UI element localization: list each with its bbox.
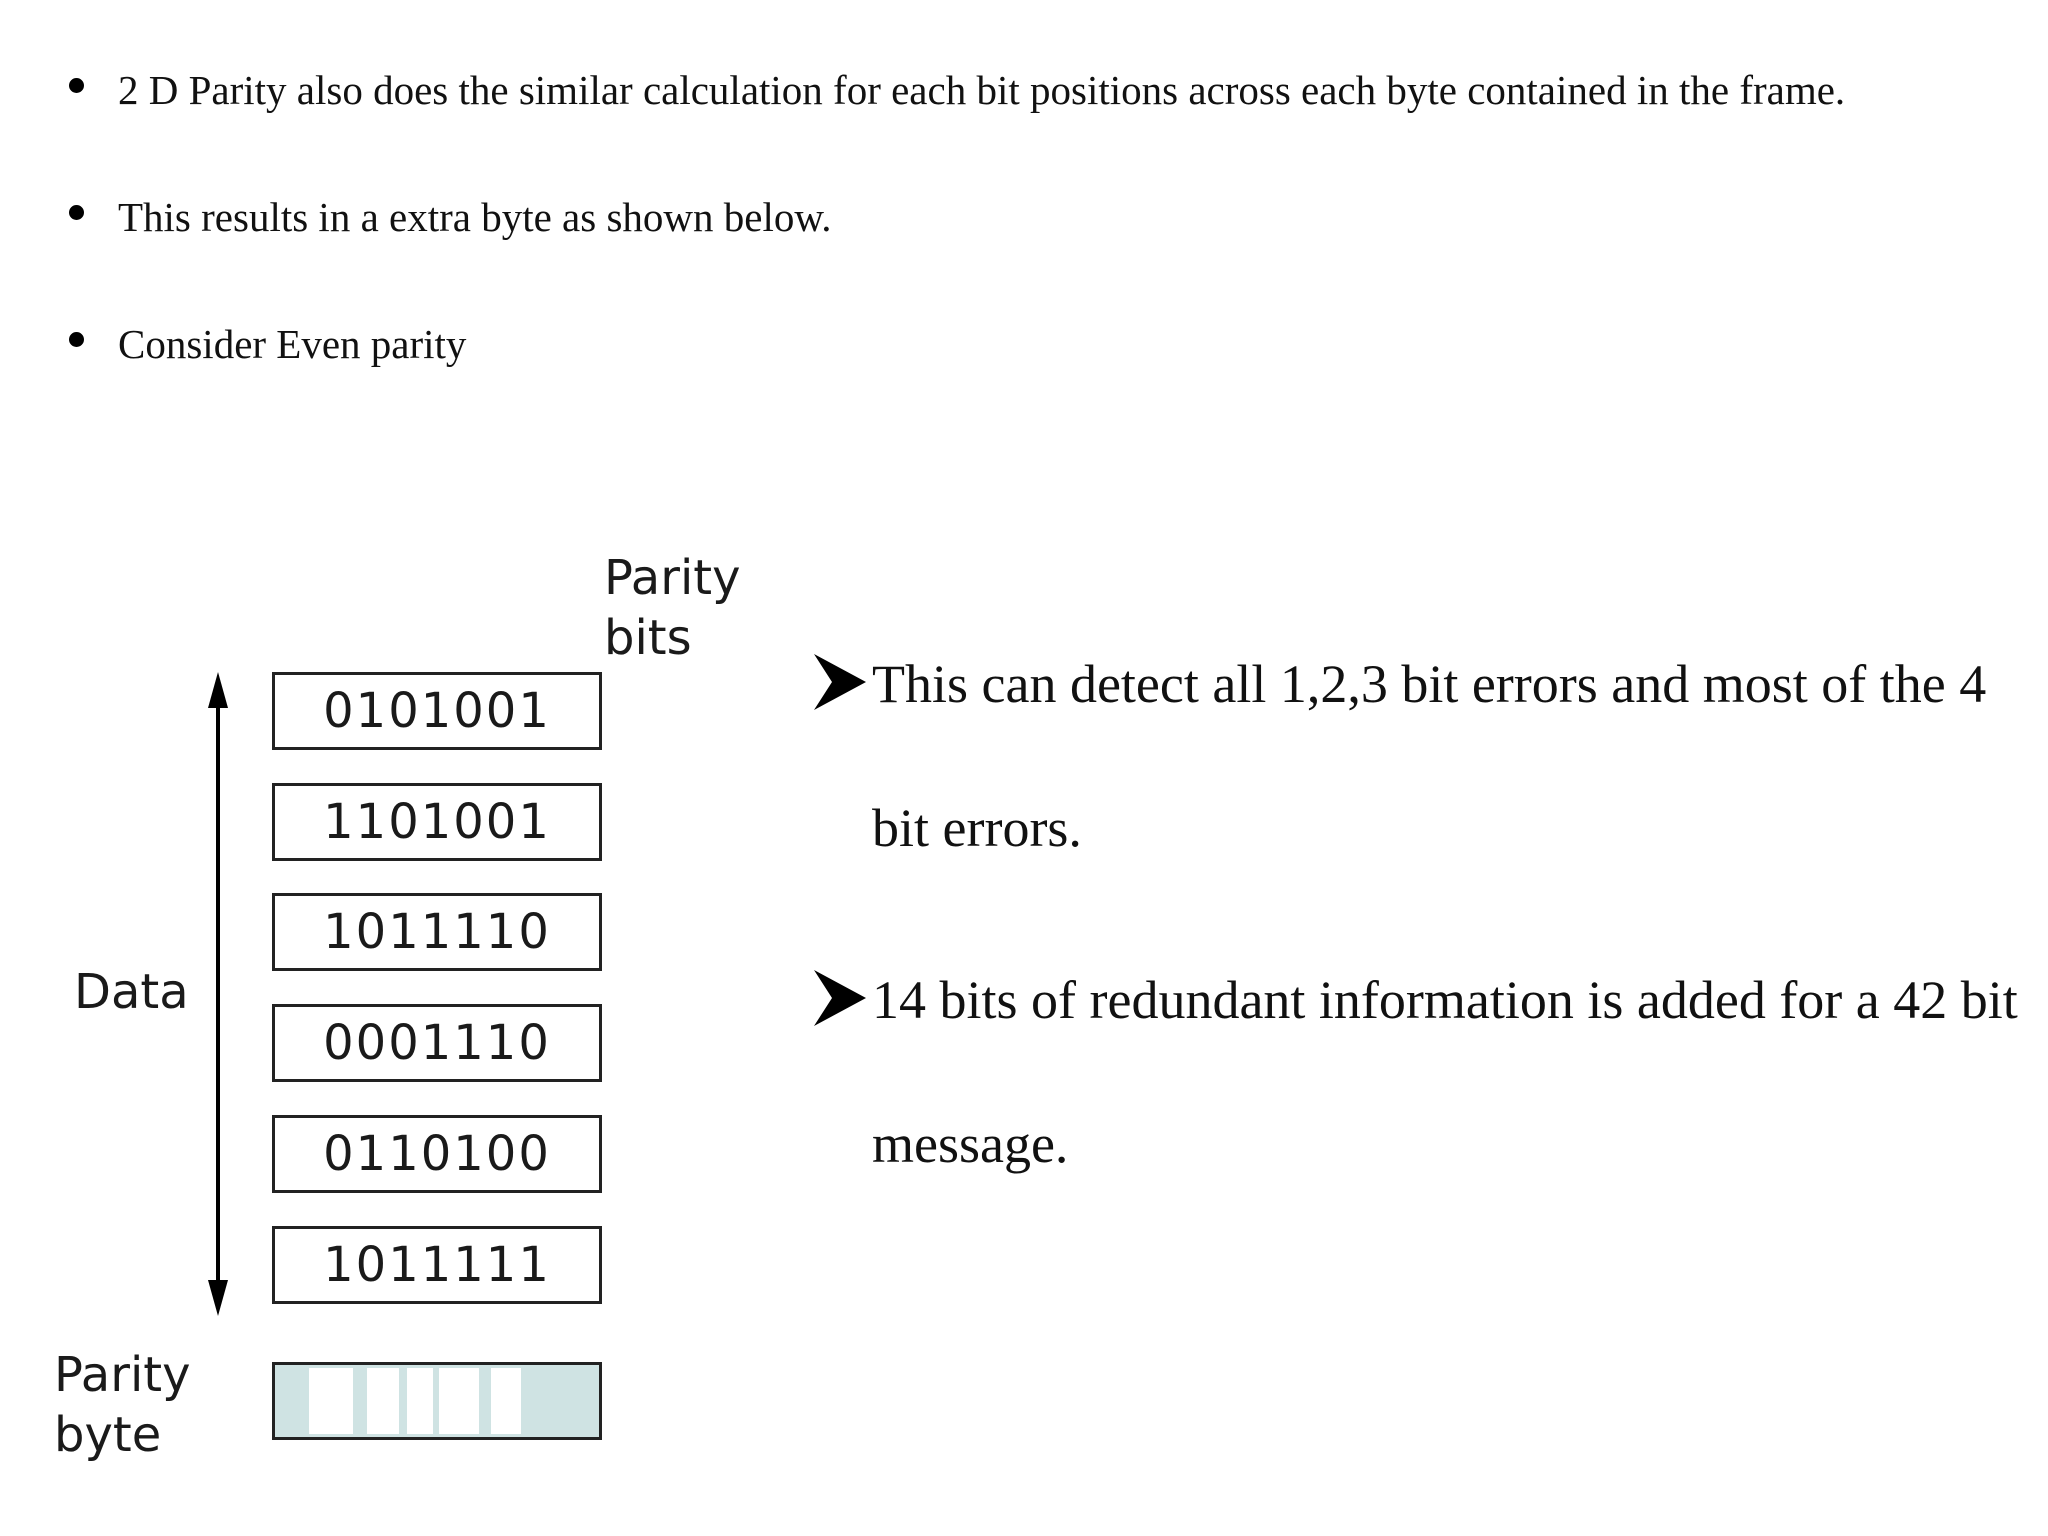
arrow-bullet-icon	[814, 970, 866, 1026]
point-item: This can detect all 1,2,3 bit errors and…	[812, 612, 2032, 900]
bullet-dot-icon	[69, 78, 84, 93]
parity-byte-gap	[407, 1368, 433, 1434]
key-points: This can detect all 1,2,3 bit errors and…	[812, 612, 2032, 1244]
point-text: This can detect all 1,2,3 bit errors and…	[872, 654, 1987, 858]
parity-byte-cells	[275, 1365, 599, 1437]
bullet-item: This results in a extra byte as shown be…	[66, 187, 2026, 314]
bullet-dot-icon	[69, 205, 84, 220]
data-row: 1101001	[272, 783, 685, 861]
parity-bit-cell	[599, 1362, 685, 1440]
data-row: 1011110	[272, 893, 685, 971]
data-row-bits: 0101001	[323, 683, 551, 739]
parity-byte-row	[272, 1362, 685, 1440]
parity-byte-gap	[367, 1368, 399, 1434]
data-row-bits: 1101001	[323, 794, 551, 850]
parity-byte-gap	[309, 1368, 353, 1434]
data-row: 0001110	[272, 1004, 685, 1082]
data-row-bits: 0110100	[323, 1126, 551, 1182]
data-row: 0110100	[272, 1115, 685, 1193]
parity-byte-gap	[491, 1368, 521, 1434]
parity-bit-cell	[599, 783, 685, 861]
parity-bit-cell	[599, 1115, 685, 1193]
parity-bits-label-line2: bits	[604, 610, 692, 666]
data-label: Data	[74, 964, 189, 1020]
parity-bit-cell	[599, 893, 685, 971]
data-row: 1011111	[272, 1226, 685, 1304]
data-row-bits: 1011110	[323, 904, 551, 960]
data-row-bits: 1011111	[323, 1237, 551, 1293]
parity-bit-cell	[599, 1004, 685, 1082]
bullet-list: 2 D Parity also does the similar calcula…	[66, 60, 2026, 441]
parity-bit-cell	[599, 672, 685, 750]
parity-byte-label-line2: byte	[54, 1407, 162, 1463]
arrow-down-icon	[208, 1280, 228, 1316]
data-row-bits: 0001110	[323, 1015, 551, 1071]
bullet-item: 2 D Parity also does the similar calcula…	[66, 60, 2026, 187]
bullet-text: This results in a extra byte as shown be…	[118, 194, 832, 240]
parity-bit-cell	[599, 1226, 685, 1304]
bullet-item: Consider Even parity	[66, 314, 2026, 441]
bullet-text: 2 D Parity also does the similar calcula…	[118, 67, 1846, 113]
point-item: 14 bits of redundant information is adde…	[812, 928, 2032, 1216]
two-d-parity-diagram: Parity bits Data 0101001 1101001 1011110…	[0, 0, 790, 1536]
bullet-dot-icon	[69, 332, 84, 347]
parity-byte-label-line1: Parity	[54, 1347, 191, 1403]
point-text: 14 bits of redundant information is adde…	[872, 970, 2018, 1174]
data-range-arrow	[216, 690, 220, 1285]
bullet-text: Consider Even parity	[118, 321, 467, 367]
parity-bits-label-line1: Parity	[604, 550, 741, 606]
parity-byte-gap	[439, 1368, 479, 1434]
data-row: 0101001	[272, 672, 685, 750]
arrow-bullet-icon	[814, 654, 866, 710]
